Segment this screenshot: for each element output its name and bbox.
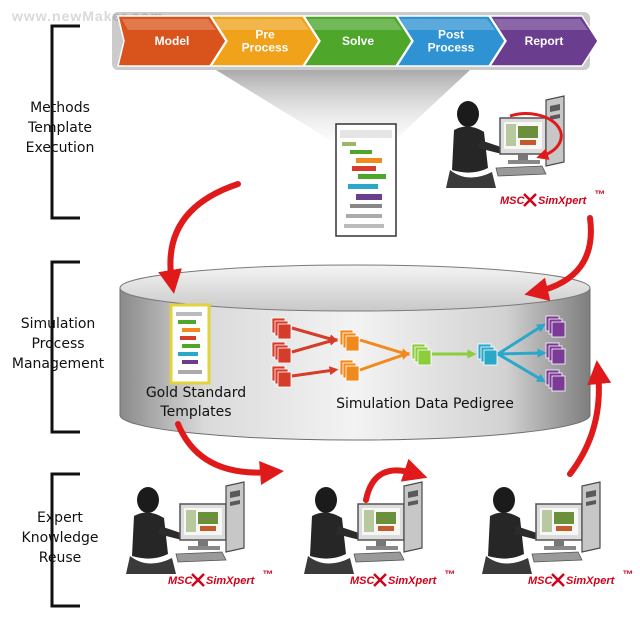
document-stack	[271, 341, 292, 364]
flow-connector	[497, 348, 547, 358]
svg-text:™: ™	[622, 569, 633, 581]
document-stack	[545, 315, 566, 338]
flow-arrows	[158, 181, 612, 503]
svg-text:™: ™	[594, 189, 605, 201]
process-step-label: Report	[525, 34, 564, 48]
svg-text:SimXpert: SimXpert	[206, 575, 256, 587]
svg-text:MSC: MSC	[528, 575, 554, 587]
brand-tag: MSC SimXpert ™	[168, 569, 273, 587]
process-step-label: Process	[242, 41, 289, 55]
document-stack	[271, 317, 292, 340]
document-stack	[477, 343, 498, 366]
process-step-label: Process	[428, 41, 475, 55]
process-step-label: Post	[438, 28, 464, 42]
brand-tag: MSC SimXpert ™	[500, 189, 605, 207]
flow-connector	[359, 351, 411, 372]
svg-text:MSC: MSC	[350, 575, 376, 587]
section-label-expert: Expert Knowledge Reuse	[21, 510, 99, 566]
brand-tag: MSC SimXpert ™	[350, 569, 455, 587]
workstation-icon	[303, 481, 423, 575]
svg-text:™: ™	[262, 569, 273, 581]
document-stack	[271, 365, 292, 388]
document-stack	[339, 359, 360, 382]
document-stack	[339, 329, 360, 352]
svg-text:™: ™	[444, 569, 455, 581]
svg-text:MSC: MSC	[168, 575, 194, 587]
svg-text:SimXpert: SimXpert	[538, 195, 588, 207]
process-step-label: Pre	[255, 28, 275, 42]
gold-standard-template-icon	[169, 303, 211, 385]
document-stack	[411, 343, 432, 366]
flow-connector	[359, 338, 411, 357]
workstation-icon	[125, 481, 245, 575]
gold-standard-label: Gold Standard Templates	[145, 385, 247, 420]
document-stack-icon	[271, 315, 566, 392]
svg-text:SimXpert: SimXpert	[388, 575, 438, 587]
flow-connector	[291, 366, 339, 378]
document-stack	[545, 342, 566, 365]
process-step-label: Model	[155, 34, 190, 48]
brand-tag: MSC SimXpert ™	[528, 569, 633, 587]
workstation-icon	[481, 481, 601, 575]
section-label-methods: Methods Template Execution	[25, 100, 95, 156]
svg-text:SimXpert: SimXpert	[566, 575, 616, 587]
document-stack	[545, 369, 566, 392]
section-brackets	[50, 24, 80, 608]
pedigree-label: Simulation Data Pedigree	[336, 396, 514, 412]
brand-logo: MSC SimXpert ™ MSC SimXpert ™ MSC SimXpert ™ MSC S…	[168, 189, 633, 587]
workstation-icon	[445, 95, 565, 189]
template-screenshot-icon	[335, 123, 397, 237]
section-label-simulation: Simulation Process Management	[11, 316, 105, 372]
process-step-label: Solve	[342, 34, 374, 48]
flow-connector	[291, 336, 339, 354]
process-step-4: Report	[488, 15, 599, 67]
flow-connector	[291, 326, 339, 344]
process-step-2: Solve	[302, 15, 413, 67]
projection-beam	[216, 70, 470, 140]
process-step-0: Model	[117, 15, 227, 67]
svg-text:MSC: MSC	[500, 195, 526, 207]
flow-connector	[497, 323, 546, 356]
flow-connector	[497, 352, 546, 383]
